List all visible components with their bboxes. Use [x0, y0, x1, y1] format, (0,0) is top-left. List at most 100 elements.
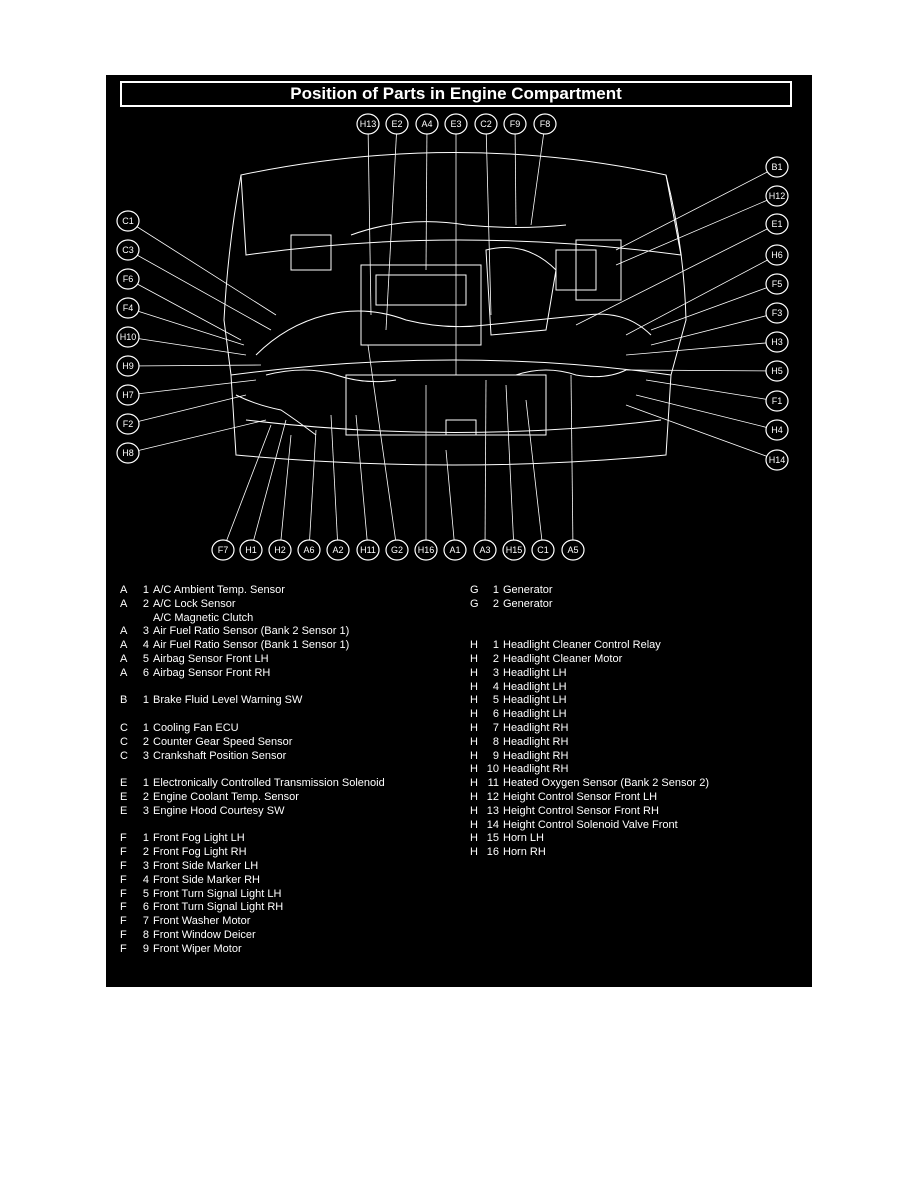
legend-code-number: 3 — [142, 859, 149, 872]
legend-code-letter: A — [120, 666, 128, 679]
legend-part-name: Front Washer Motor — [153, 915, 251, 928]
callout-label: H16 — [418, 545, 435, 555]
callout-label: A6 — [303, 545, 314, 555]
leader-line — [127, 364, 262, 367]
legend-part-name: Front Turn Signal Light LH — [153, 887, 282, 900]
callout-label: H1 — [245, 545, 257, 555]
leader-line — [484, 379, 487, 551]
callout-circle — [116, 268, 140, 290]
leader-line — [625, 369, 778, 372]
callout-label: A5 — [567, 545, 578, 555]
callout-label: G2 — [391, 545, 403, 555]
callout-label: F7 — [218, 545, 229, 555]
legend-code-number: 3 — [142, 749, 149, 762]
callout-circle — [474, 113, 498, 135]
legend-code-number: 1 — [142, 584, 149, 596]
legend-part-name: A/C Magnetic Clutch — [153, 611, 254, 624]
callout-label: H2 — [274, 545, 286, 555]
legend-part-name: Headlight RH — [503, 735, 569, 748]
legend-code-letter: A — [120, 652, 128, 665]
page-title: Position of Parts in Engine Compartment — [120, 81, 792, 107]
callout-circle — [239, 539, 263, 561]
legend-part-name: Headlight LH — [503, 708, 567, 721]
callout-label: A1 — [449, 545, 460, 555]
callout-circle — [443, 539, 467, 561]
callout-label: C2 — [480, 119, 492, 129]
legend-code-letter: H — [470, 652, 478, 665]
callout-circle — [765, 390, 789, 412]
callout-circle — [765, 244, 789, 266]
legend-code-letter: A — [120, 625, 128, 638]
legend-code-number: 12 — [486, 790, 499, 803]
legend-part-name: Generator — [503, 597, 553, 610]
legend-part-name: Engine Hood Courtesy SW — [153, 804, 285, 817]
callout-label: H12 — [769, 191, 786, 201]
legend-code-letter: H — [470, 763, 478, 776]
legend-part-name: Headlight RH — [503, 721, 569, 734]
leader-line — [615, 195, 778, 266]
legend-code-number: 6 — [142, 901, 149, 914]
callout-label: F4 — [123, 303, 134, 313]
leader-line — [625, 404, 778, 461]
legend-part-name: Airbag Sensor Front RH — [153, 666, 271, 679]
callout-circle — [116, 355, 140, 377]
leader-line — [330, 414, 339, 551]
legend-part-name: Headlight LH — [503, 666, 567, 679]
callout-circle — [765, 360, 789, 382]
callout-label: A3 — [479, 545, 490, 555]
callout-label: F3 — [772, 308, 783, 318]
callout-label: B1 — [771, 162, 782, 172]
legend-code-number: 4 — [142, 873, 149, 886]
callout-circle — [116, 384, 140, 406]
leader-line — [485, 123, 492, 316]
legend-code-number: 1 — [142, 694, 149, 707]
leader-line — [367, 123, 372, 316]
legend-code-letter: H — [470, 832, 478, 845]
legend-code-letter: F — [120, 846, 127, 859]
callout-label: H3 — [771, 337, 783, 347]
leader-line — [575, 223, 778, 326]
legend-code-letter: H — [470, 721, 478, 734]
callout-circle — [473, 539, 497, 561]
legend-part-name: Crankshaft Position Sensor — [153, 749, 287, 762]
leader-line — [385, 123, 398, 331]
leader-line — [127, 336, 247, 356]
leader-line — [127, 419, 267, 454]
legend-code-number: 6 — [142, 666, 149, 679]
legend-code-letter: F — [120, 832, 127, 845]
callout-label: F6 — [123, 274, 134, 284]
legend-code-letter: H — [470, 708, 478, 721]
callout-circle — [765, 419, 789, 441]
callout-circle — [503, 113, 527, 135]
leader-line — [367, 344, 398, 551]
callout-circle — [211, 539, 235, 561]
callout-label: F9 — [510, 119, 521, 129]
callout-circle — [116, 442, 140, 464]
engine-outline — [223, 152, 687, 466]
legend-part-name: Front Side Marker RH — [153, 873, 260, 886]
legend-code-letter: H — [470, 804, 478, 817]
legend-code-number: 6 — [492, 708, 499, 721]
legend-part-name: Electronically Controlled Transmission S… — [153, 777, 385, 790]
legend-code-letter: E — [120, 777, 128, 790]
legend-code-number: 10 — [486, 763, 499, 776]
legend-code-letter: H — [470, 735, 478, 748]
callout-circle — [765, 213, 789, 235]
callout-label: E3 — [450, 119, 461, 129]
legend-code-letter: H — [470, 749, 478, 762]
callout-circle — [326, 539, 350, 561]
callout-circle — [765, 185, 789, 207]
legend-code-letter: G — [470, 584, 479, 596]
callout-circle — [765, 302, 789, 324]
legend-code-number: 1 — [142, 832, 149, 845]
legend-part-name: Counter Gear Speed Sensor — [153, 735, 293, 748]
legend-code-letter: E — [120, 790, 128, 803]
legend-code-number: 14 — [486, 818, 499, 831]
callout-circle — [415, 113, 439, 135]
legend-code-number: 7 — [492, 721, 499, 734]
legend-code-number: 1 — [142, 721, 149, 734]
legend-part-name: Headlight RH — [503, 763, 569, 776]
leader-line — [127, 249, 272, 331]
legend-code-letter: F — [120, 942, 127, 955]
legend-code-number: 1 — [142, 777, 149, 790]
